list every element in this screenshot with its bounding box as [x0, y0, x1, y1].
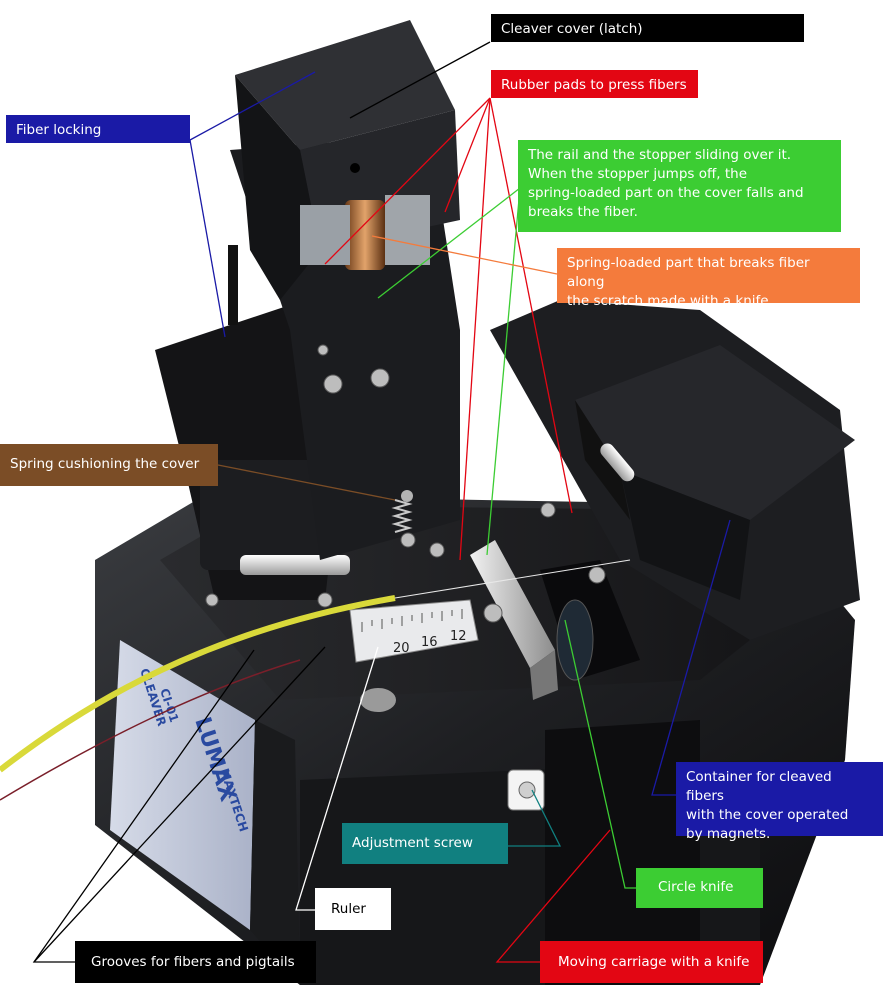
label-ruler: Ruler: [315, 888, 391, 930]
label-adjustment-screw: Adjustment screw: [342, 823, 508, 864]
label-moving-carriage: Moving carriage with a knife: [540, 941, 763, 983]
ruler-tick-12: 12: [450, 629, 467, 644]
label-spring-loaded-part: Spring-loaded part that breaks fiber alo…: [557, 248, 860, 309]
ruler-tick-20: 20: [393, 641, 410, 656]
label-grooves: Grooves for fibers and pigtails: [75, 941, 316, 983]
label-rubber-pads: Rubber pads to press fibers: [491, 70, 698, 98]
label-fiber-locking-mechanism: Fiber locking mechanism: [6, 115, 190, 157]
label-container-cleaved-fibers: Container for cleaved fibers with the co…: [676, 762, 883, 842]
label-cleaver-cover: Cleaver cover (latch): [491, 14, 804, 42]
ruler-tick-16: 16: [421, 635, 438, 650]
label-circle-knife: Circle knife: [636, 868, 763, 908]
label-rail-stopper: The rail and the stopper sliding over it…: [518, 140, 841, 232]
label-spring-cushioning: Spring cushioning the cover: [0, 444, 218, 486]
